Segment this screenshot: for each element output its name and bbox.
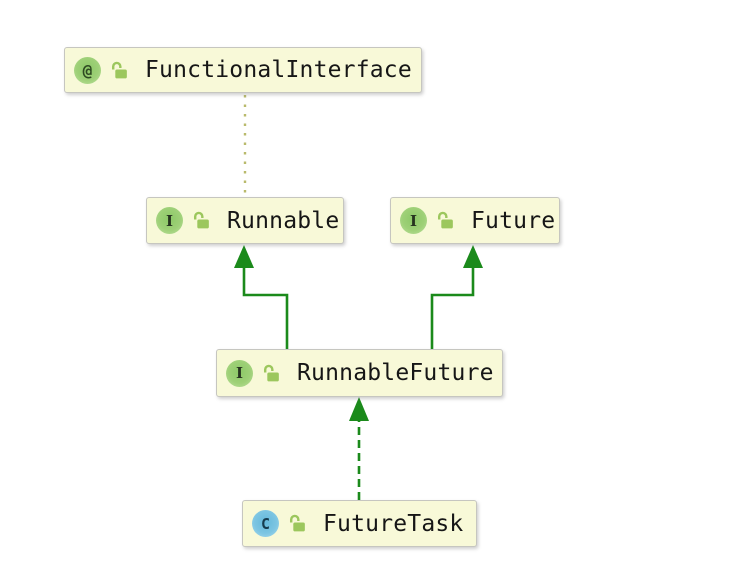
unlocked-lock-icon (435, 210, 456, 231)
unlocked-lock-icon (261, 363, 282, 384)
edge-runnablefuture-extends-future (430, 267, 475, 349)
interface-icon: I (400, 207, 427, 234)
interface-icon: I (226, 359, 253, 387)
node-label: Future (471, 207, 556, 234)
arrowhead-extends-future (463, 245, 483, 268)
class-icon: C (252, 510, 279, 537)
node-functionalinterface[interactable]: @ FunctionalInterface (64, 47, 422, 93)
node-future[interactable]: I Future (390, 197, 560, 244)
node-label: FutureTask (323, 510, 464, 537)
arrowhead-implements-runnablefuture (349, 397, 369, 421)
unlocked-lock-icon (191, 210, 212, 231)
node-label: FunctionalInterface (145, 57, 412, 83)
arrowhead-extends-runnable (234, 245, 254, 268)
annotation-icon: @ (74, 56, 101, 84)
node-futuretask[interactable]: C FutureTask (242, 500, 477, 547)
edge-runnablefuture-extends-runnable (242, 267, 289, 349)
interface-icon: I (156, 207, 183, 234)
node-runnable[interactable]: I Runnable (146, 197, 344, 244)
node-label: Runnable (227, 207, 340, 234)
node-label: RunnableFuture (297, 360, 494, 386)
unlocked-lock-icon (287, 513, 308, 534)
node-runnablefuture[interactable]: I RunnableFuture (216, 349, 503, 397)
unlocked-lock-icon (109, 60, 130, 81)
